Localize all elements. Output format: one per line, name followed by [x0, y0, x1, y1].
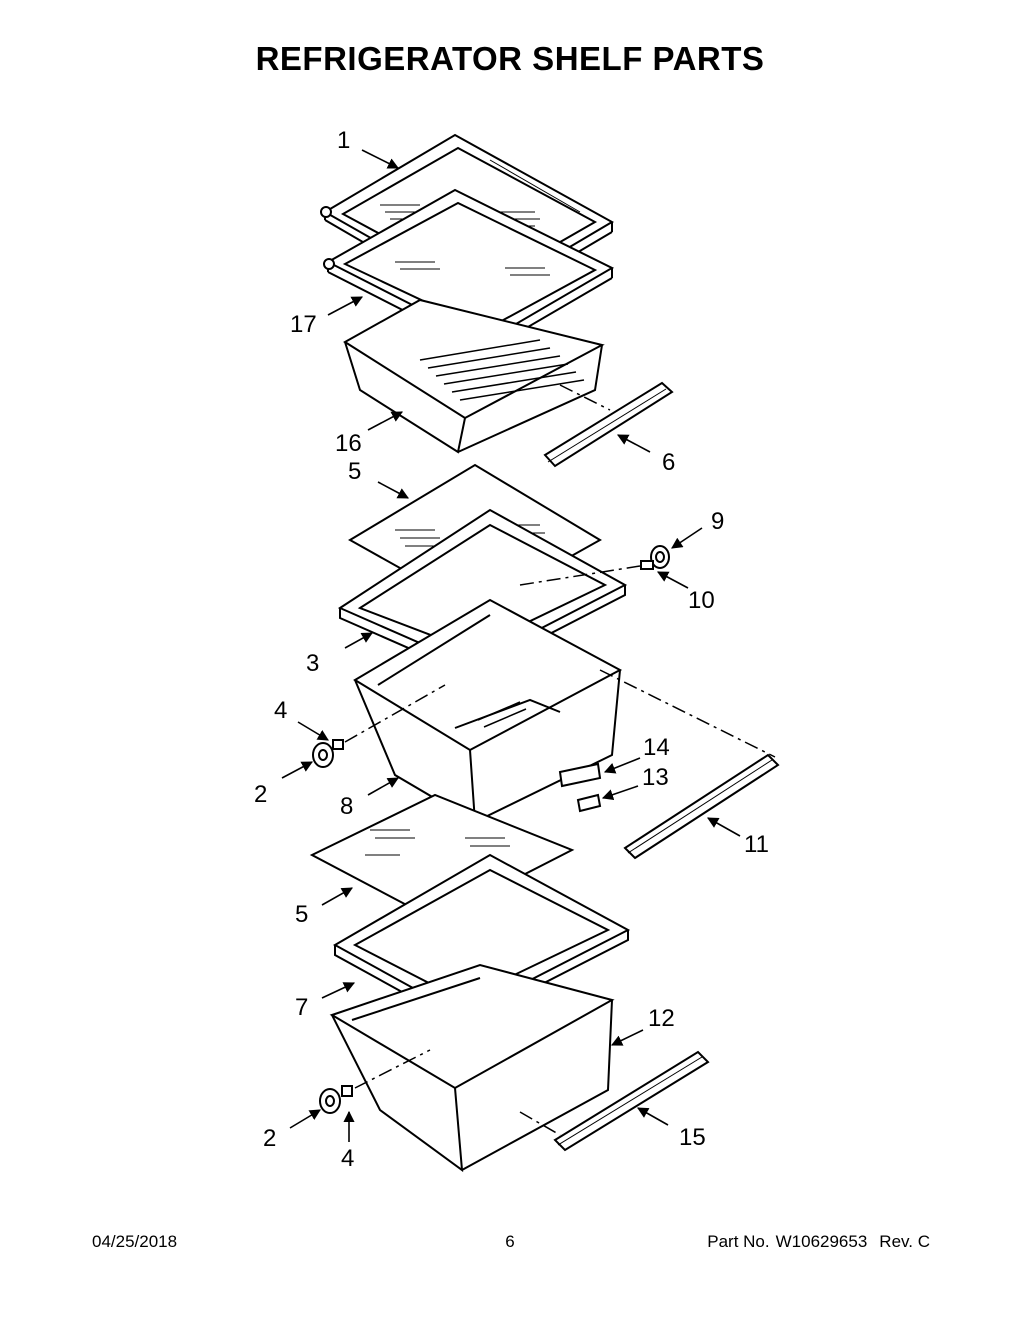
callout-2-lower: 2 [263, 1125, 276, 1152]
callout-labels: 1 17 16 6 5 9 10 3 4 2 8 14 13 11 5 7 12… [254, 127, 769, 1172]
callout-4-upper: 4 [274, 697, 287, 724]
callout-5-upper: 5 [348, 458, 361, 485]
callout-11: 11 [744, 831, 769, 858]
callout-8: 8 [340, 793, 353, 820]
part-2-roller-upper [312, 742, 334, 768]
part-2-roller-lower [319, 1088, 341, 1114]
callout-9: 9 [711, 508, 724, 535]
callout-2-upper: 2 [254, 781, 267, 808]
footer-date: 04/25/2018 [92, 1232, 178, 1251]
leader-arrows [281, 149, 741, 1142]
callout-5-lower: 5 [295, 901, 308, 928]
page-title: REFRIGERATOR SHELF PARTS [255, 40, 765, 77]
part-no-value: W10629653 [775, 1232, 868, 1251]
callout-7: 7 [295, 994, 308, 1021]
part-4-screw-lower [341, 1085, 353, 1097]
part-9-fastener [650, 545, 670, 569]
revision: Rev. C [879, 1232, 930, 1251]
assembly-lines [344, 384, 776, 1136]
callout-17: 17 [290, 311, 317, 338]
part-12-crisper-drawer [329, 963, 615, 1173]
part-14-clip [558, 762, 602, 788]
callout-3: 3 [306, 650, 319, 677]
footer-page-number: 6 [505, 1232, 515, 1251]
part-13-clip [576, 793, 602, 813]
callout-1: 1 [337, 127, 350, 154]
callout-4-lower: 4 [341, 1145, 354, 1172]
part-4-screw-upper [332, 739, 344, 750]
callout-10: 10 [688, 587, 715, 614]
part-11-trim [623, 753, 780, 860]
callout-6: 6 [662, 449, 675, 476]
part-5-glass-lower [309, 793, 575, 922]
part-8-crisper-drawer [353, 598, 623, 824]
part-6-trim [543, 381, 674, 468]
part-15-trim [553, 1050, 710, 1152]
part-no-label: Part No. [707, 1232, 770, 1251]
callout-16: 16 [335, 430, 362, 457]
part-10-fastener [640, 560, 654, 570]
part-16-pan [343, 298, 605, 454]
callout-15: 15 [679, 1124, 706, 1151]
callout-14: 14 [643, 734, 670, 761]
footer-part-number: Part No. W10629653 Rev. C [707, 1232, 930, 1252]
callout-13: 13 [642, 764, 669, 791]
callout-12: 12 [648, 1005, 675, 1032]
